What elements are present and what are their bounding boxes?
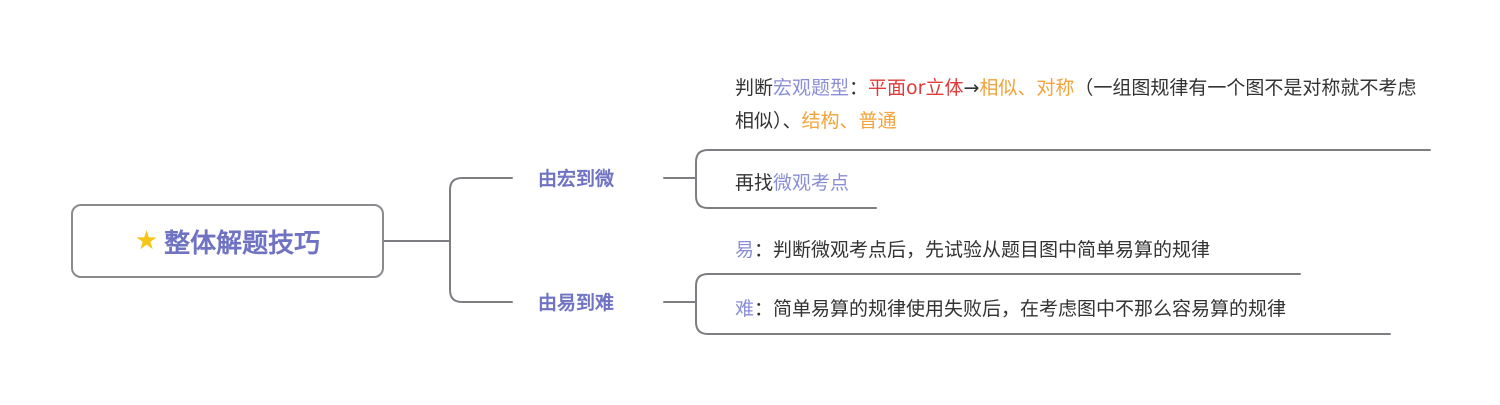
leaf-text-segment: 宏观题型 — [773, 77, 850, 99]
leaf-text-segment: 平面or立体 — [868, 77, 964, 99]
leaf-text-segment: 判断 — [735, 77, 774, 99]
leaf-macro-question-type[interactable]: 判断宏观题型：平面or立体→相似、对称（一组图规律有一个图不是对称就不考虑相似）… — [735, 72, 1425, 138]
branch-label: 由宏到微 — [538, 168, 615, 190]
branch1-connector — [449, 177, 513, 242]
leaf-text-segment: ： — [849, 77, 869, 99]
leaf-text-segment: 结构、普通 — [801, 110, 897, 132]
leaf-text-segment: 相似、对称 — [979, 77, 1075, 99]
leaf-text-segment: （一组图规律有一个图不是对称就不考虑相似）、 — [735, 77, 1417, 132]
root-topic[interactable]: ★ 整体解题技巧 — [71, 204, 384, 278]
branch-label: 由易到难 — [538, 292, 615, 314]
leaf-text-segment: 难 — [735, 298, 755, 320]
leaf-easy[interactable]: 易：判断微观考点后，先试验从题目图中简单易算的规律 — [735, 234, 1210, 267]
leaf-hard[interactable]: 难：简单易算的规律使用失败后，在考虑图中不那么容易算的规律 — [735, 293, 1286, 326]
leaf-text-segment: → — [963, 77, 980, 99]
root-title: 整体解题技巧 — [164, 228, 321, 259]
star-icon: ★ — [134, 226, 159, 256]
leaf-text-segment: 微观考点 — [773, 172, 850, 194]
leaf-find-micro-points[interactable]: 再找微观考点 — [735, 167, 849, 200]
leaf2-underline — [695, 177, 877, 209]
leaf-text-segment: ：简单易算的规律使用失败后，在考虑图中不那么容易算的规律 — [754, 298, 1287, 320]
leaf-text-segment: 再找 — [735, 172, 774, 194]
leaf4-underline — [695, 301, 1391, 335]
branch-easy-to-hard[interactable]: 由易到难 — [538, 288, 614, 315]
leaf-text-segment: ：判断微观考点后，先试验从题目图中简单易算的规律 — [754, 239, 1211, 261]
leaf1-underline — [695, 149, 1431, 179]
branch2-connector — [449, 240, 513, 303]
leaf3-underline — [695, 273, 1301, 303]
branch-macro-to-micro[interactable]: 由宏到微 — [538, 164, 614, 191]
leaf-text-segment: 易 — [735, 239, 755, 261]
